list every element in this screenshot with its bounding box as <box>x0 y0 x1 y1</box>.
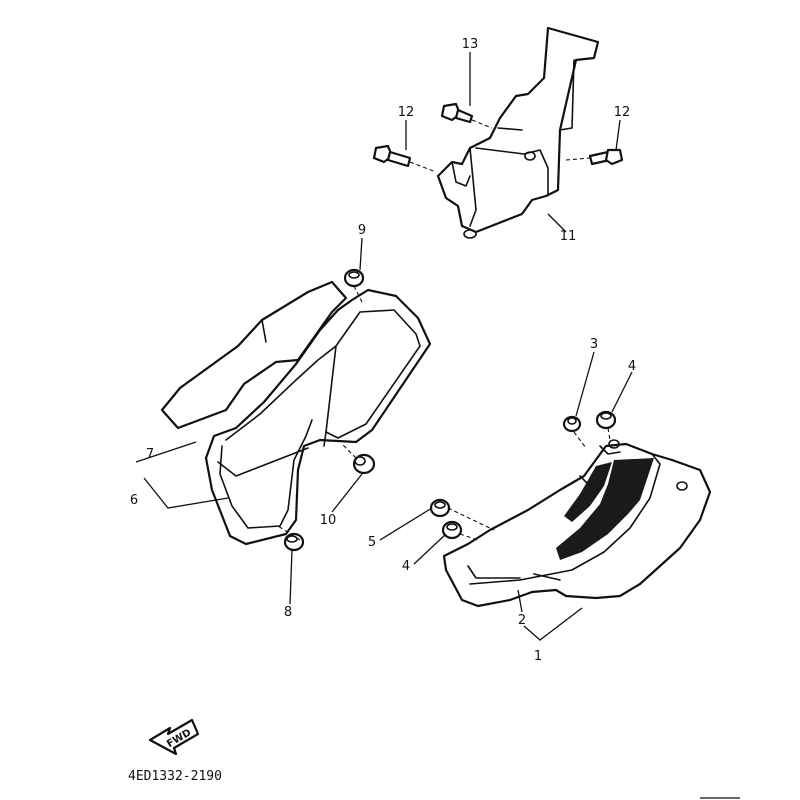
callout-labels: 13 12 12 11 9 7 6 10 8 3 4 5 4 2 1 <box>130 37 636 664</box>
callout-12-left: 12 <box>398 105 415 120</box>
part-4-grommet-upper <box>595 410 617 430</box>
part-12-bolt-right <box>588 148 624 166</box>
callout-13: 13 <box>462 37 479 52</box>
forward-arrow-icon: FWD <box>148 718 200 756</box>
callout-12-right: 12 <box>614 105 631 120</box>
part-6-left-side-cover <box>204 288 432 546</box>
callout-7: 7 <box>146 447 154 462</box>
callout-1: 1 <box>534 649 542 664</box>
callout-8: 8 <box>284 605 292 620</box>
callout-6: 6 <box>130 493 138 508</box>
part-7-emblem-panel <box>160 280 348 430</box>
leader-lines <box>135 52 633 641</box>
part-9-grommet <box>343 268 365 288</box>
diagram-code: 4ED1332-2190 <box>128 769 222 784</box>
part-12-bolt-left <box>372 144 412 168</box>
part-8-grommet <box>283 532 305 552</box>
part-5-grommet <box>429 498 451 518</box>
part-11-bracket <box>436 26 600 239</box>
callout-11: 11 <box>560 229 577 244</box>
callout-10: 10 <box>320 513 337 528</box>
part-10-grommet <box>352 453 376 475</box>
callout-3: 3 <box>590 337 598 352</box>
part-4-grommet-lower <box>441 520 463 540</box>
part-2-right-side-cover <box>442 439 712 608</box>
callout-9: 9 <box>358 223 366 238</box>
callout-5: 5 <box>368 535 376 550</box>
callout-2: 2 <box>518 613 526 628</box>
callout-4-lower: 4 <box>402 559 410 574</box>
callout-4-upper: 4 <box>628 359 636 374</box>
part-3-grommet <box>562 415 582 433</box>
part-13-bolt <box>440 102 474 124</box>
